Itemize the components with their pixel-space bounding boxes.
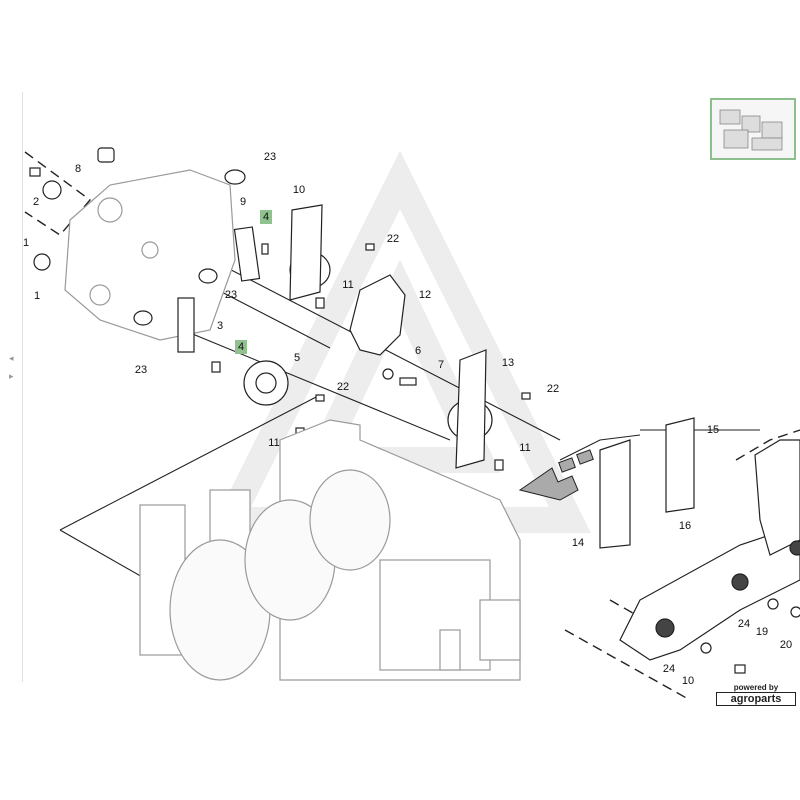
scroll-right-arrow-icon[interactable]: ▸ (9, 371, 14, 381)
scroll-up-arrow-icon[interactable]: ◂ (9, 353, 14, 363)
callout-8[interactable]: 8 (75, 163, 81, 175)
callout-highlight (235, 340, 247, 354)
powered-by-text: powered by (733, 683, 779, 692)
callout-24[interactable]: 24 (663, 663, 675, 675)
callout-22[interactable]: 22 (337, 381, 349, 393)
callout-23[interactable]: 23 (135, 364, 147, 376)
overview-thumbnail-image (712, 100, 794, 158)
callout-20[interactable]: 20 (780, 639, 792, 651)
callout-11[interactable]: 11 (342, 279, 353, 291)
callout-11[interactable]: 11 (268, 437, 279, 449)
callout-highlight (260, 210, 272, 224)
callout-9[interactable]: 9 (240, 196, 246, 208)
callout-10[interactable]: 10 (682, 675, 694, 687)
callout-5[interactable]: 5 (294, 352, 300, 364)
decal-plates (289, 204, 695, 549)
callout-23[interactable]: 23 (264, 151, 276, 163)
callout-4[interactable]: 4 (263, 211, 269, 223)
callout-2[interactable]: 2 (33, 196, 39, 208)
callout-1[interactable]: 1 (23, 237, 29, 249)
direction-arrow-icon (518, 449, 594, 501)
callout-4[interactable]: 4 (238, 341, 244, 353)
callout-11[interactable]: 11 (519, 442, 530, 454)
callout-23[interactable]: 23 (225, 289, 237, 301)
overview-thumbnail[interactable] (710, 98, 796, 160)
callout-7[interactable]: 7 (438, 359, 444, 371)
left-scroll-rail[interactable]: ◂ ▸ (0, 92, 23, 682)
callout-15[interactable]: 15 (707, 424, 719, 436)
callout-12[interactable]: 12 (419, 289, 431, 301)
callout-3[interactable]: 3 (217, 320, 223, 332)
callout-6[interactable]: 6 (415, 345, 421, 357)
callout-1[interactable]: 1 (34, 290, 40, 302)
callout-22[interactable]: 22 (387, 233, 399, 245)
callout-22[interactable]: 22 (547, 383, 559, 395)
callout-10[interactable]: 10 (293, 184, 305, 196)
callout-24[interactable]: 24 (738, 618, 750, 630)
machine-frame (139, 419, 521, 681)
powered-by-badge[interactable]: powered by agroparts (716, 683, 796, 706)
agroparts-logo-text: agroparts (716, 692, 796, 706)
callout-16[interactable]: 16 (679, 520, 691, 532)
callout-19[interactable]: 19 (756, 626, 768, 638)
callout-13[interactable]: 13 (502, 357, 514, 369)
callout-14[interactable]: 14 (572, 537, 584, 549)
right-bracket-assembly (619, 439, 800, 674)
